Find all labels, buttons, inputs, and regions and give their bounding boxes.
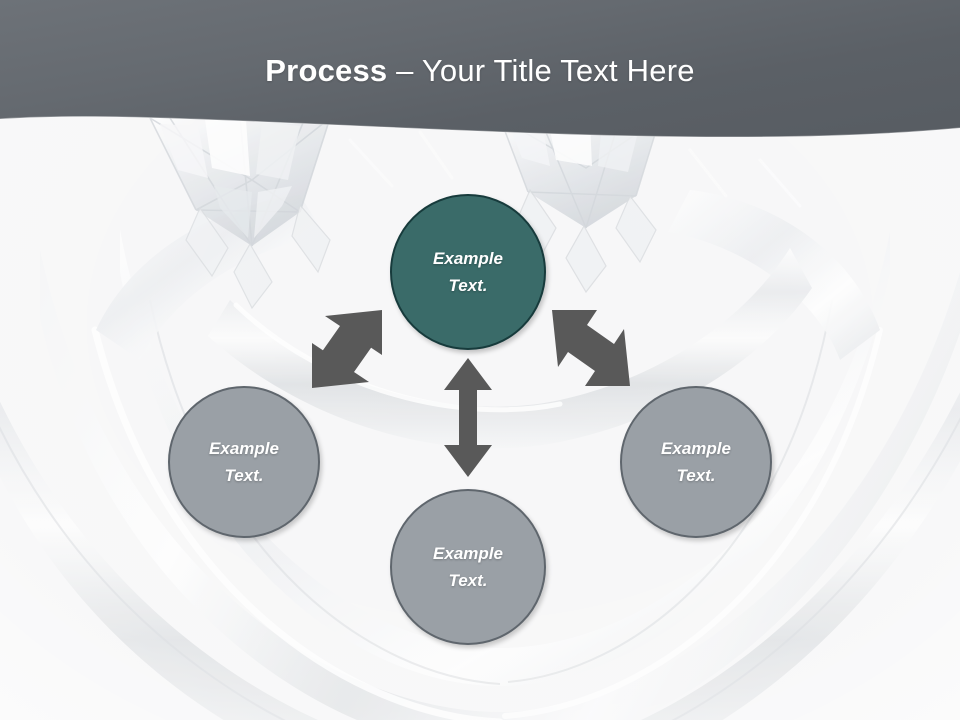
node-right-line1: Example xyxy=(661,439,731,458)
title-header-band xyxy=(0,0,960,150)
arrow-top-to-left xyxy=(312,310,382,388)
node-left-line1: Example xyxy=(209,439,279,458)
page-title: Process – Your Title Text Here xyxy=(0,52,960,90)
process-node-right[interactable]: Example Text. xyxy=(620,386,772,538)
node-left-line2: Text. xyxy=(224,466,264,485)
title-bold-part: Process xyxy=(265,53,388,88)
node-right-line2: Text. xyxy=(676,466,716,485)
process-node-bottom[interactable]: Example Text. xyxy=(390,489,546,645)
process-node-left[interactable]: Example Text. xyxy=(168,386,320,538)
node-top-line2: Text. xyxy=(448,276,488,295)
arrow-top-to-bottom xyxy=(444,358,492,477)
node-bottom-line1: Example xyxy=(433,544,503,563)
title-light-part: Your Title Text Here xyxy=(421,53,695,88)
arrow-top-to-right xyxy=(552,310,630,386)
node-bottom-line2: Text. xyxy=(448,571,488,590)
node-top-line1: Example xyxy=(433,249,503,268)
title-separator: – xyxy=(387,53,422,88)
process-node-top[interactable]: Example Text. xyxy=(390,194,546,350)
